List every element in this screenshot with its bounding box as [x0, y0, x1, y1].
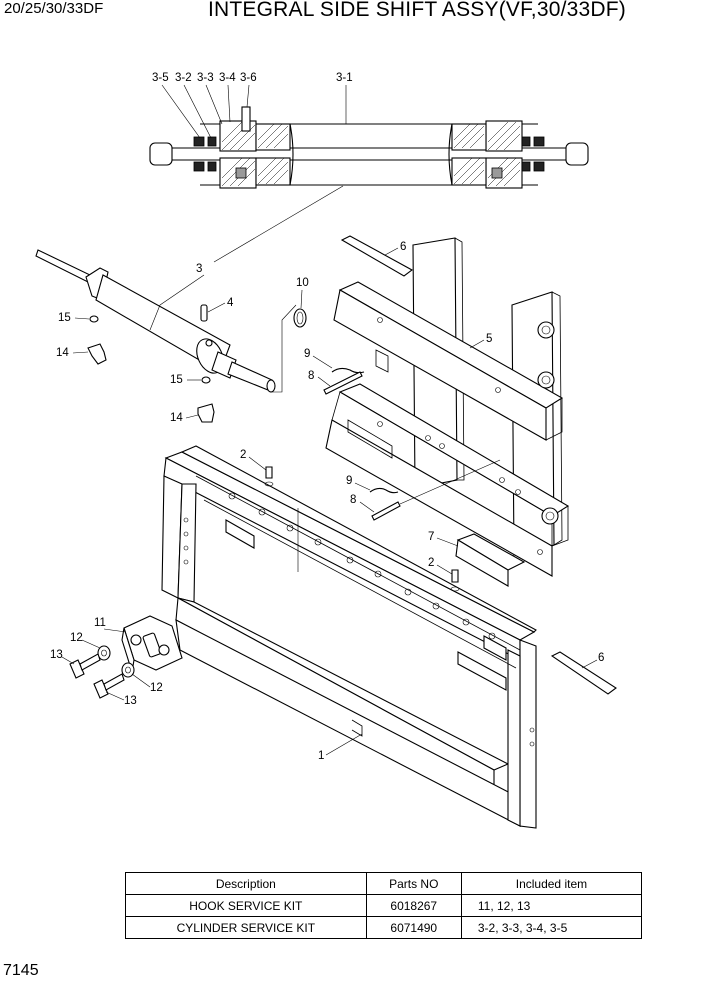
bolt-13-upper [69, 653, 101, 679]
pin-4 [200, 304, 208, 322]
table-header-row: Description Parts NO Included item [125, 872, 643, 895]
callout-8-upper: 8 [308, 370, 314, 382]
washer-12-upper [97, 645, 111, 661]
callout-3-3: 3-3 [197, 72, 214, 84]
kit-included-items: 3-2, 3-3, 3-4, 3-5 [460, 916, 643, 939]
column-header-description: Description [125, 872, 367, 895]
clip-9-lower [369, 487, 399, 494]
right-gland-bottom [485, 157, 523, 189]
wear-strip-6-upper [340, 235, 414, 277]
pin-8-lower [371, 501, 401, 521]
left-fitting [241, 106, 251, 132]
callout-14-upper: 14 [56, 347, 69, 359]
kit-description: HOOK SERVICE KIT [125, 894, 367, 917]
column-header-included-item: Included item [460, 872, 643, 895]
grease-fitting-2-lower [451, 569, 459, 583]
callout-11: 11 [94, 617, 106, 629]
rod-end-left [149, 142, 173, 166]
kit-description: CYLINDER SERVICE KIT [125, 916, 367, 939]
callout-14-lower: 14 [170, 412, 183, 424]
callout-2-lower: 2 [428, 557, 434, 569]
side-shifter-frame-5 [325, 237, 570, 577]
exploded-parts-drawing: 3-5 3-2 3-3 3-4 3-6 3-1 3 4 15 14 15 1 [35, 72, 617, 829]
elbow-fitting-14-upper [87, 343, 107, 365]
bolt-13-lower [93, 673, 125, 699]
callout-12-upper: 12 [70, 632, 83, 644]
model-code: 20/25/30/33DF [4, 0, 104, 17]
o-ring-10 [293, 308, 307, 328]
callout-3-1: 3-1 [336, 72, 353, 84]
callout-4: 4 [227, 297, 234, 309]
callout-3-2: 3-2 [175, 72, 192, 84]
wear-strip-6-lower [550, 651, 617, 695]
callout-13-upper: 13 [50, 649, 63, 661]
callout-10: 10 [296, 277, 309, 289]
cylinder-callouts: 3-5 3-2 3-3 3-4 3-6 3-1 [152, 72, 353, 139]
table-row: CYLINDER SERVICE KIT 6071490 3-2, 3-3, 3… [125, 916, 643, 939]
rod-end-right [565, 142, 589, 166]
callout-8-lower: 8 [350, 494, 356, 506]
page-title: INTEGRAL SIDE SHIFT ASSY(VF,30/33DF) [208, 0, 626, 21]
callout-6-lower: 6 [598, 652, 604, 664]
kit-part-number: 6071490 [365, 916, 462, 939]
callout-2-upper: 2 [240, 449, 246, 461]
callout-5: 5 [486, 333, 492, 345]
hook-11 [121, 615, 183, 673]
table-row: HOOK SERVICE KIT 6018267 11, 12, 13 [125, 894, 643, 917]
pin-8-upper [323, 371, 363, 395]
washer-15-upper [89, 315, 99, 323]
callout-9-upper: 9 [304, 348, 310, 360]
washer-12-lower [121, 662, 135, 678]
callout-3-4: 3-4 [219, 72, 236, 84]
left-piston-top [255, 123, 291, 151]
callout-3-5: 3-5 [152, 72, 169, 84]
elbow-fitting-14-lower [197, 403, 215, 423]
callout-3-6: 3-6 [240, 72, 257, 84]
carriage-frame-1 [161, 445, 537, 829]
callout-12-lower: 12 [150, 682, 163, 694]
callout-7: 7 [428, 531, 434, 543]
callout-15-upper: 15 [58, 312, 71, 324]
cylinder-section-view [149, 106, 589, 189]
washer-15-lower [201, 376, 211, 384]
service-kits-table: Description Parts NO Included item HOOK … [125, 872, 643, 939]
kit-part-number: 6018267 [365, 894, 462, 917]
callout-9-lower: 9 [346, 475, 352, 487]
callout-13-lower: 13 [124, 695, 137, 707]
left-piston-bottom [255, 157, 291, 186]
callout-3: 3 [196, 263, 202, 275]
right-piston-top [451, 123, 487, 151]
column-header-parts-no: Parts NO [365, 872, 462, 895]
page-number: 7145 [3, 962, 39, 979]
callout-15-lower: 15 [170, 374, 183, 386]
callout-6-upper: 6 [400, 241, 406, 253]
grease-fitting-2-upper [265, 466, 273, 479]
kit-included-items: 11, 12, 13 [460, 894, 643, 917]
callout-1: 1 [318, 750, 324, 762]
hydraulic-cylinder-3 [35, 249, 276, 393]
